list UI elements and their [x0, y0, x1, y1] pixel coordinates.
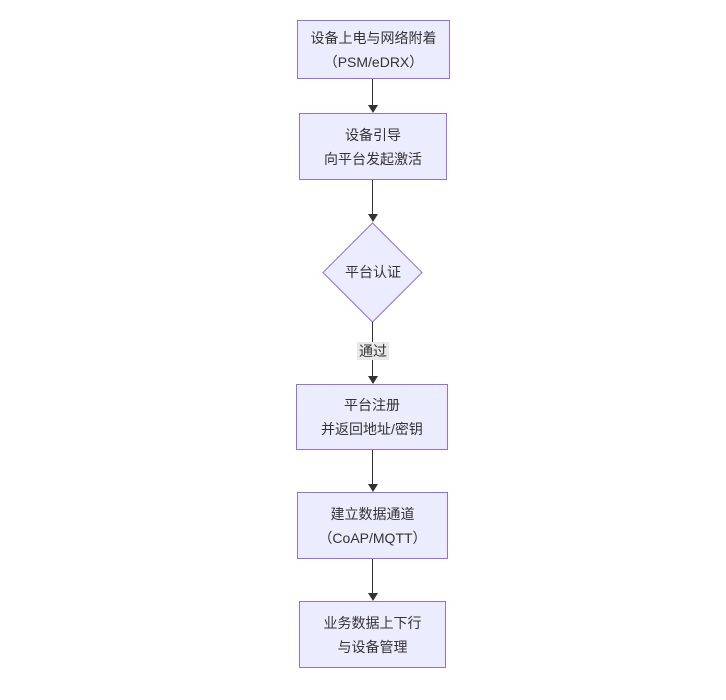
flow-decision-auth-label: 平台认证	[345, 264, 401, 280]
flow-node-text: 业务数据上下行	[323, 614, 422, 631]
arrow-down-icon	[368, 105, 378, 113]
flow-node-text: 设备上电与网络附着	[310, 29, 437, 46]
flow-edge-line	[372, 79, 373, 106]
flow-edge-line	[372, 559, 373, 594]
flow-node-text: 与设备管理	[337, 638, 408, 655]
flow-edge-line	[372, 450, 373, 485]
flow-node-text: （PSM/eDRX）	[323, 53, 424, 70]
flow-edge-line	[372, 180, 373, 215]
flow-node-text: 并返回地址/密钥	[321, 421, 423, 437]
flow-node-data-channel: 建立数据通道 （CoAP/MQTT）	[297, 492, 448, 559]
flow-edge-label-pass: 通过	[357, 342, 389, 360]
flow-node-business-data: 业务数据上下行 与设备管理	[299, 601, 446, 668]
flow-node-text: 建立数据通道	[330, 505, 415, 522]
arrow-down-icon	[368, 376, 378, 384]
flow-node-text: 平台注册	[344, 397, 400, 413]
flow-node-text: （CoAP/MQTT）	[318, 529, 427, 546]
flow-node-power-on: 设备上电与网络附着 （PSM/eDRX）	[297, 20, 450, 79]
flow-node-text: 向平台发起激活	[324, 150, 422, 167]
flow-node-bootstrap: 设备引导 向平台发起激活	[299, 113, 447, 180]
arrow-down-icon	[368, 484, 378, 492]
flow-node-text: 设备引导	[345, 126, 401, 143]
arrow-down-icon	[368, 593, 378, 601]
arrow-down-icon	[368, 214, 378, 222]
flow-node-register: 平台注册 并返回地址/密钥	[296, 384, 448, 450]
